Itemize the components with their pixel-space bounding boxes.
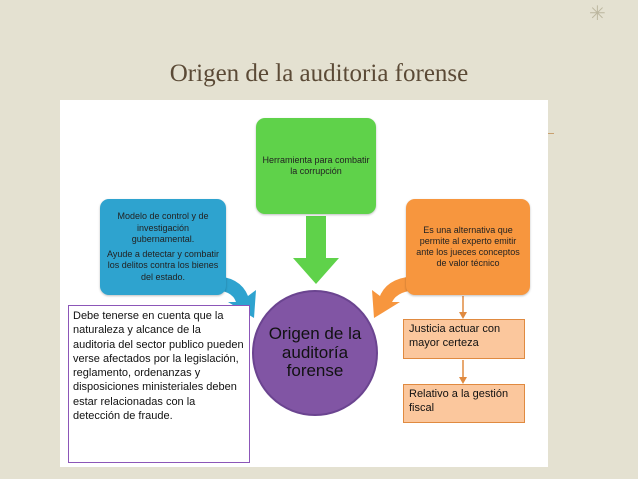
node-right-text: Es una alternativa que permite al expert… xyxy=(416,224,520,269)
arrowhead-step1-to-step2 xyxy=(459,377,467,384)
node-top-tool: Herramienta para combatir la corrupción xyxy=(256,118,376,214)
node-left-text-2: Ayude a detectar y combatir los delitos … xyxy=(107,249,219,282)
node-center-text: Origen de la auditoría forense xyxy=(268,323,362,381)
node-center-origin: Origen de la auditoría forense xyxy=(252,290,378,416)
node-right-step1: Justicia actuar con mayor certeza xyxy=(403,319,525,359)
arrow-top-to-center xyxy=(293,216,339,284)
node-right-step2: Relativo a la gestión fiscal xyxy=(403,384,525,423)
note-box: Debe tenerse en cuenta que la naturaleza… xyxy=(68,305,250,463)
note-text: Debe tenerse en cuenta que la naturaleza… xyxy=(73,310,244,423)
node-right-step2-text: Relativo a la gestión fiscal xyxy=(409,388,509,414)
slide-title: Origen de la auditoria forense xyxy=(169,60,469,87)
arrowhead-right-to-step1 xyxy=(459,312,467,319)
node-right-step1-text: Justicia actuar con mayor certeza xyxy=(409,323,501,349)
decorative-ornament-icon: ✳ xyxy=(589,3,606,25)
node-top-text: Herramienta para combatir la corrupción xyxy=(262,154,370,176)
node-right-alternative: Es una alternativa que permite al expert… xyxy=(406,199,530,295)
node-left-model: Modelo de control y de investigación gub… xyxy=(100,199,226,295)
node-left-text-1: Modelo de control y de investigación gub… xyxy=(117,211,209,244)
